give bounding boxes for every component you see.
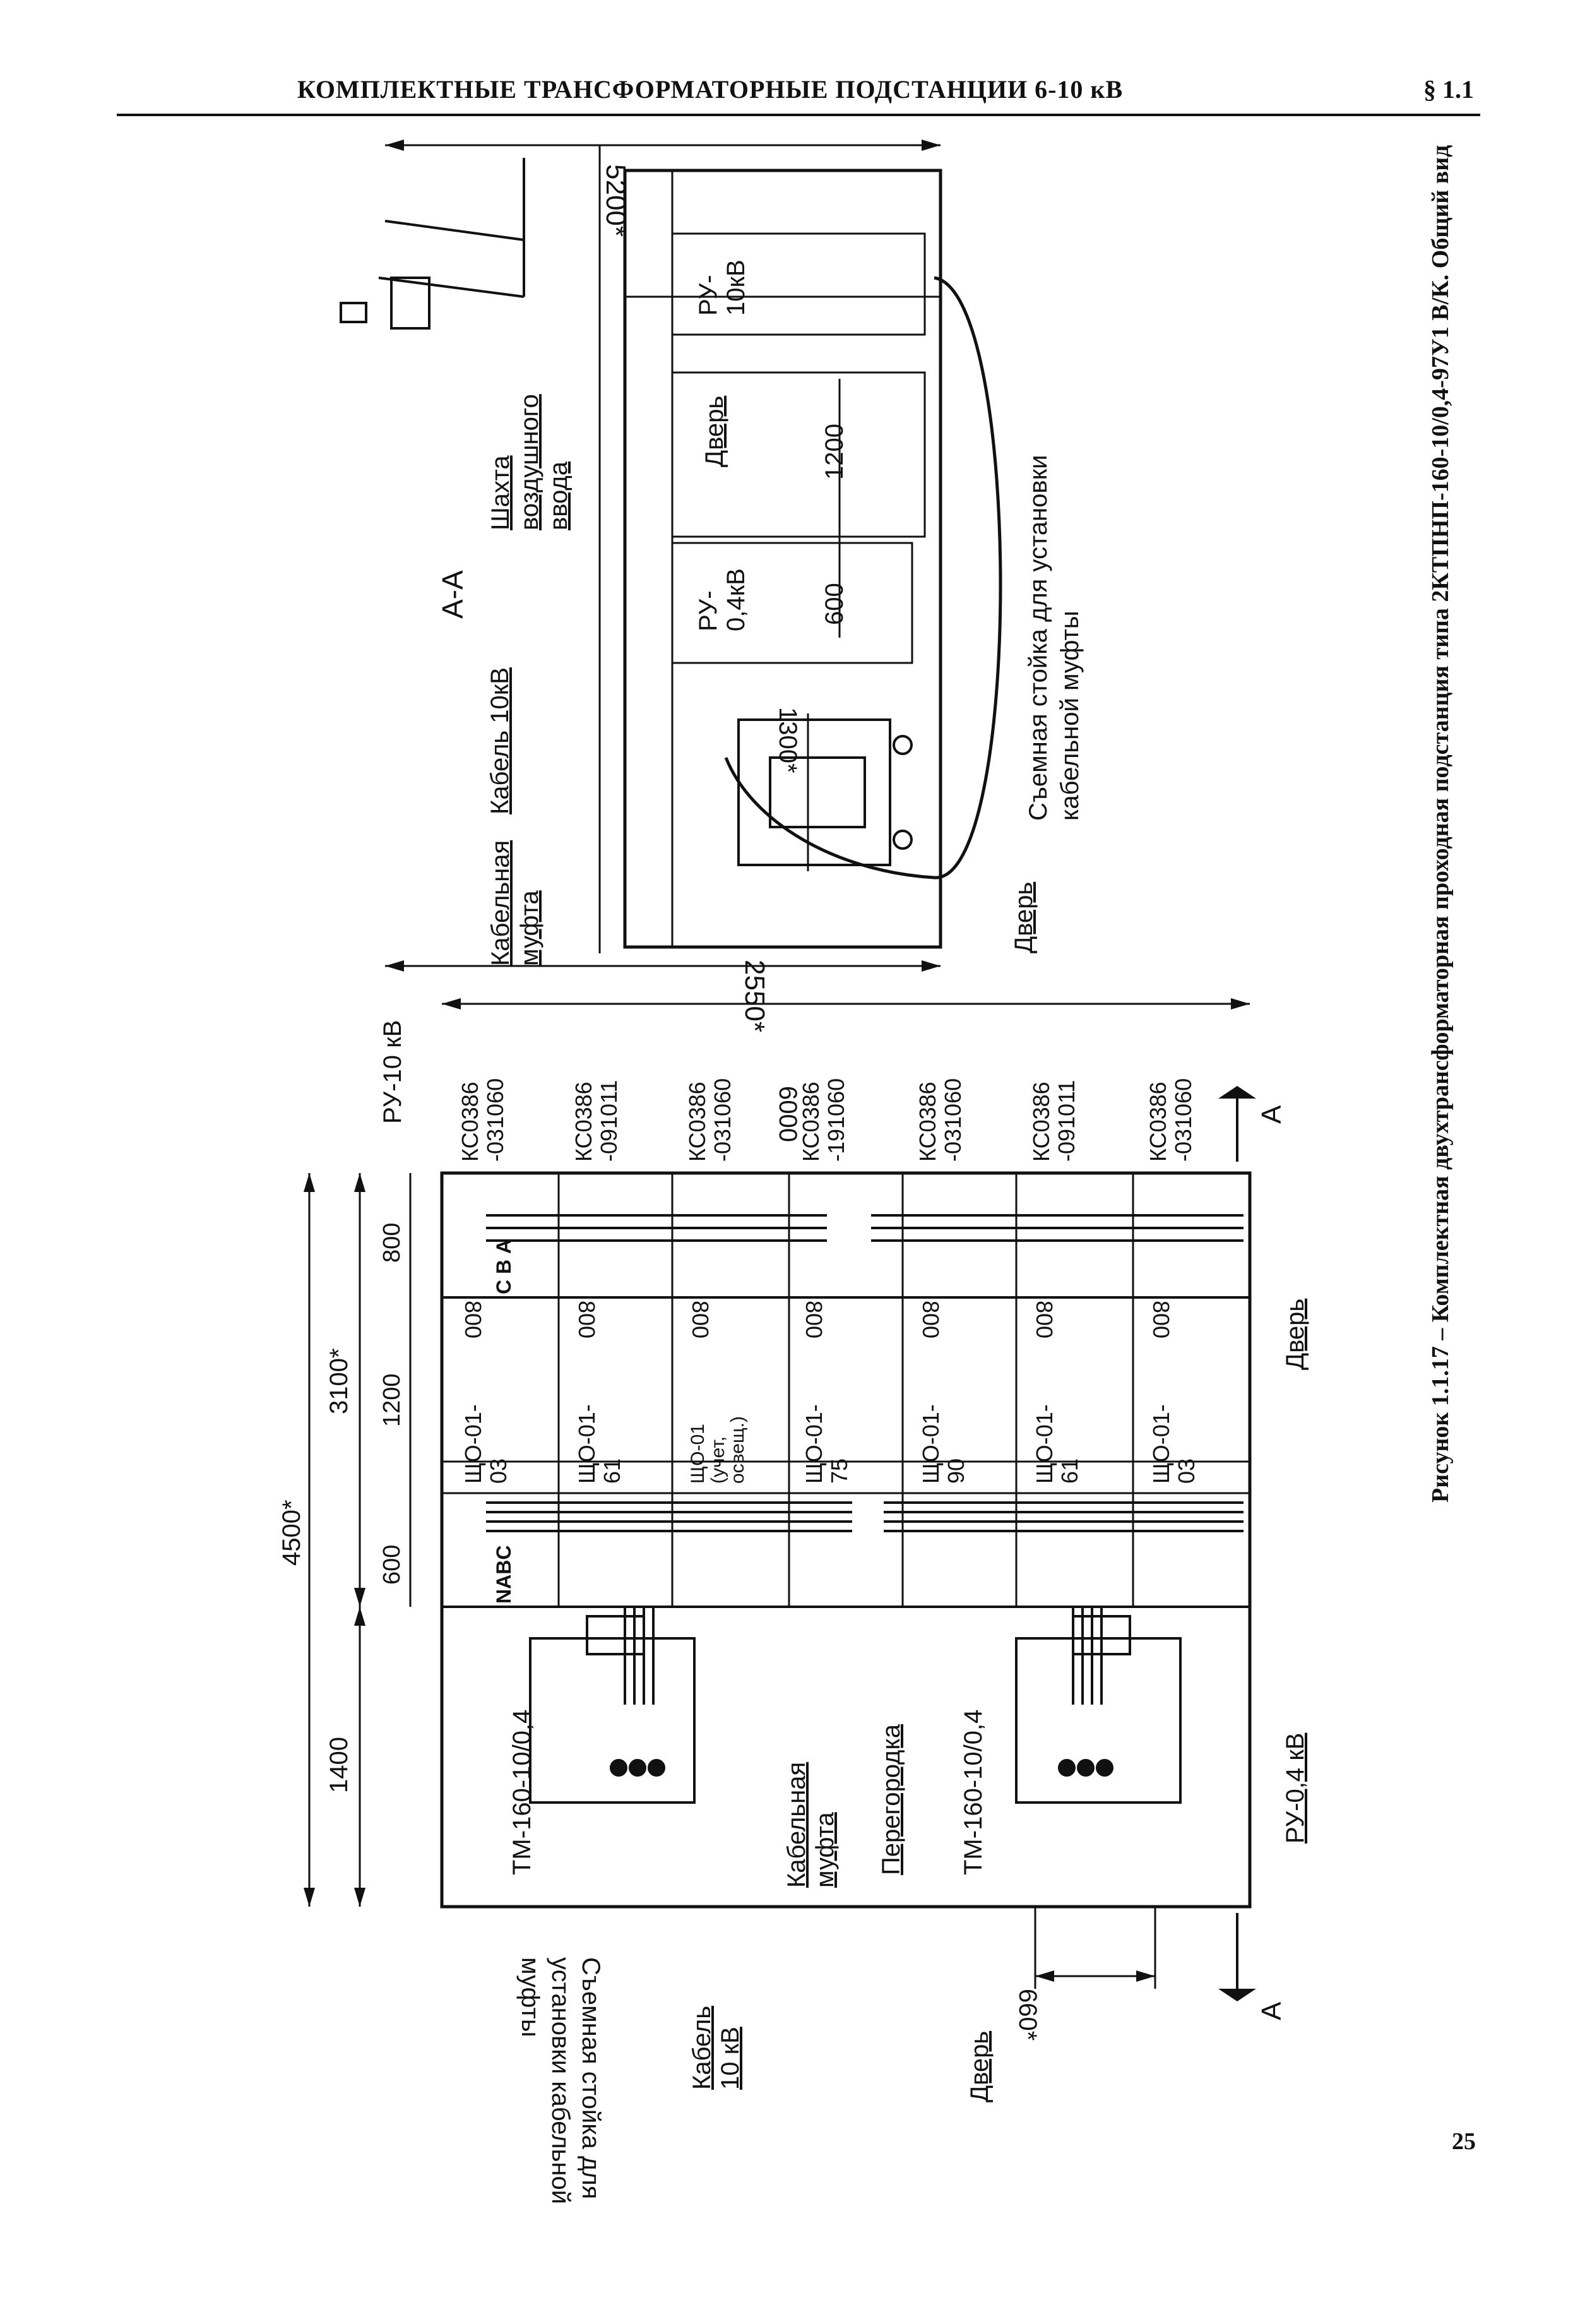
shchO-panel-3: ЩО-01 (учет, освещ.) — [687, 1416, 748, 1484]
ru10-cell-4: КС0386 -191060 — [798, 1078, 849, 1162]
dim-switchgear-section: 3100* — [325, 1348, 353, 1414]
dim-section-height: 5200* — [600, 164, 631, 237]
dim-shchO-width: 1200 — [379, 1373, 405, 1427]
label-door-section-top: Дверь — [701, 395, 728, 467]
ru10-cell-7: КС0386 -031060 — [1145, 1078, 1196, 1162]
page-header: КОМПЛЕКТНЫЕ ТРАНСФОРМАТОРНЫЕ ПОДСТАНЦИИ … — [117, 74, 1474, 119]
ru10-cell-2: КС0386 -091011 — [571, 1080, 622, 1162]
panel-dim-3: 800 — [687, 1301, 713, 1339]
shchO-panel-7: ЩО-01- 03 — [1148, 1404, 1199, 1484]
page-number: 25 — [1452, 2128, 1476, 2155]
label-ru10-plan: РУ-10 кВ — [379, 1020, 407, 1124]
dim-ru04-width: 600 — [379, 1544, 405, 1585]
panel-dim-1: 800 — [460, 1301, 486, 1339]
ru10-cell-5: КС0386 -031060 — [915, 1078, 966, 1162]
section-outline — [623, 169, 942, 949]
shchO-panel-6: ЩО-01- 61 — [1031, 1404, 1083, 1484]
panel-dim-7: 800 — [1148, 1301, 1174, 1339]
ru10-cell-1: КС0386 -031060 — [457, 1078, 508, 1162]
running-title: КОМПЛЕКТНЫЕ ТРАНСФОРМАТОРНЫЕ ПОДСТАНЦИИ … — [297, 75, 1124, 104]
dim-section-width: 2550* — [739, 960, 770, 1033]
shchO-panel-5: ЩО-01- 90 — [918, 1404, 969, 1484]
transformer-2 — [1015, 1607, 1182, 1804]
dim-ru10-width: 800 — [379, 1222, 405, 1263]
label-partition: Перегородка — [877, 1724, 905, 1875]
panel-dim-5: 800 — [918, 1301, 944, 1339]
panel-dim-2: 800 — [574, 1301, 600, 1339]
label-removable-stand-plan: Съемная стойка для установки кабельной м… — [516, 1957, 605, 2205]
section-number: § 1.1 — [1423, 75, 1474, 104]
label-transformer-1: ТМ-160-10/0,4 — [508, 1709, 536, 1875]
dim-transformer-section: 1400 — [325, 1737, 353, 1793]
label-ru04-section: РУ- 0,4кВ — [694, 568, 750, 631]
dim-door-height: 1200 — [821, 424, 848, 480]
label-cable-sleeve-plan: Кабельная муфта — [783, 1761, 839, 1888]
header-rule — [117, 114, 1480, 116]
label-door-plan-right: Дверь — [1281, 1298, 1309, 1370]
section-mark-top: А — [1256, 1105, 1287, 1124]
label-ru04-plan: РУ-0,4 кВ — [1281, 1732, 1309, 1844]
section-title: А-А — [436, 570, 469, 619]
shchO-panel-4: ЩО-01- 75 — [801, 1404, 852, 1484]
label-cable-10kv-section: Кабель 10кВ — [486, 667, 514, 814]
panel-dim-6: 800 — [1031, 1301, 1057, 1339]
label-air-shaft: Шахта воздушного ввода — [487, 394, 573, 530]
label-door-plan-left: Дверь — [966, 2030, 994, 2102]
dim-transformer-height: 1300* — [774, 707, 802, 773]
dim-total-length: 4500* — [278, 1499, 306, 1566]
label-cable-10kv-plan: Кабель 10 кВ — [688, 2005, 744, 2090]
dim-transformer-spacing: 660* — [1014, 1989, 1042, 2041]
label-removable-stand-section: Съемная стойка для установки кабельной м… — [1024, 455, 1084, 821]
label-cable-sleeve-section: Кабельная муфта — [487, 840, 543, 966]
label-ru10-section: РУ- 10кВ — [694, 259, 750, 316]
shchO-panel-1: ЩО-01- 03 — [460, 1404, 511, 1484]
ru10-cell-6: КС0386 -091011 — [1028, 1080, 1079, 1162]
section-mark-bottom: А — [1256, 2001, 1287, 2020]
figure-caption: Рисунок 1.1.17 – Комплектная двухтрансфо… — [1427, 145, 1454, 1503]
ru10-cell-3: КС0386 -031060 — [684, 1078, 735, 1162]
transformer-1 — [529, 1607, 696, 1804]
shchO-panel-2: ЩО-01- 61 — [574, 1404, 625, 1484]
bus-label-ru10: С В А — [492, 1239, 515, 1294]
label-transformer-2: ТМ-160-10/0,4 — [959, 1709, 987, 1875]
label-door-section-bottom: Дверь — [1010, 881, 1038, 953]
dim-ru04-height: 600 — [821, 583, 848, 625]
bus-label-ru04: NABC — [492, 1545, 515, 1604]
panel-dim-4: 800 — [801, 1301, 827, 1339]
plan-outline — [440, 1171, 1252, 1909]
section-transformer — [737, 718, 913, 866]
